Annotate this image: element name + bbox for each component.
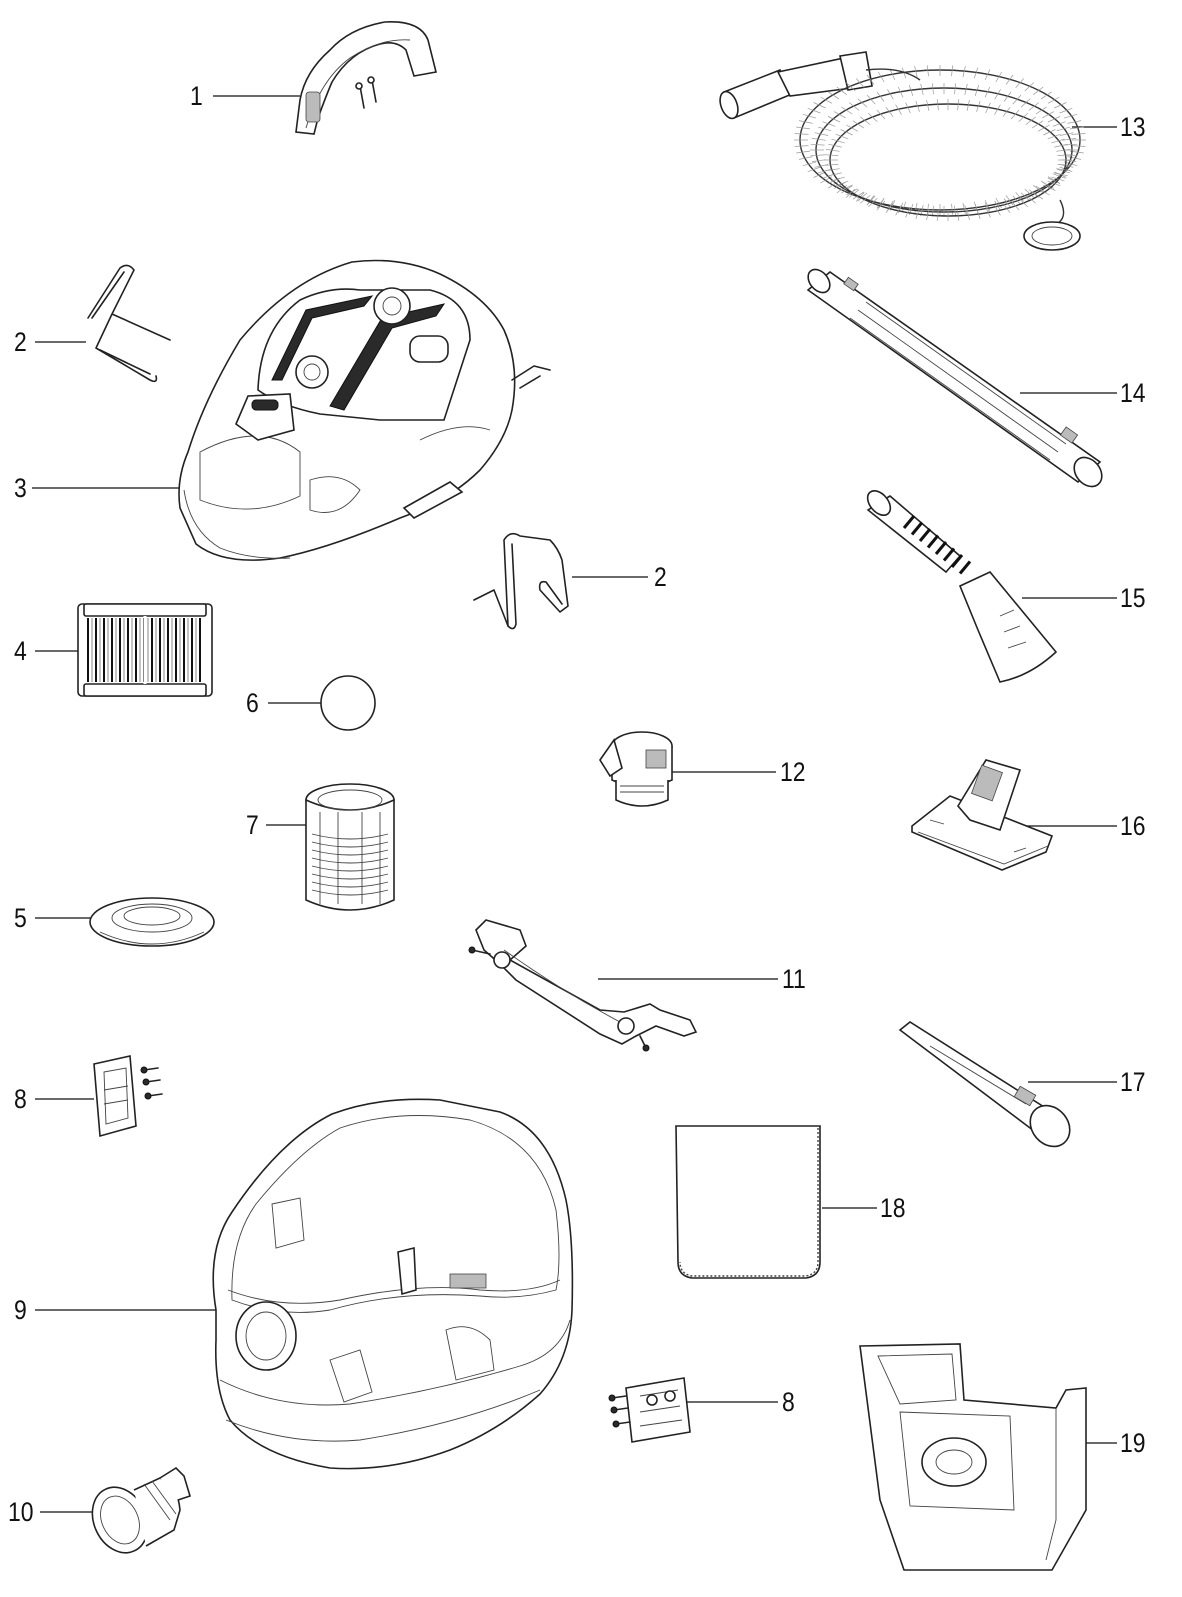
callout-2-lower: 2 bbox=[654, 562, 667, 592]
callout-4: 4 bbox=[14, 636, 27, 666]
part-19-collar-bag bbox=[859, 1343, 1087, 1571]
callout-7: 7 bbox=[246, 810, 259, 840]
callout-17: 17 bbox=[1120, 1067, 1146, 1097]
callout-16: 16 bbox=[1120, 811, 1146, 841]
part-8-latch-upper bbox=[93, 1055, 163, 1138]
callout-5: 5 bbox=[14, 903, 27, 933]
callout-3: 3 bbox=[14, 473, 27, 503]
part-1-carry-handle bbox=[295, 21, 437, 135]
part-2-wire-clip-upper bbox=[87, 264, 171, 383]
callout-13: 13 bbox=[1120, 112, 1146, 142]
callout-15: 15 bbox=[1120, 583, 1146, 613]
callout-8-upper: 8 bbox=[14, 1084, 27, 1114]
part-17-crevice-tool bbox=[898, 1021, 1071, 1148]
callout-11: 11 bbox=[782, 964, 806, 994]
callout-2-upper: 2 bbox=[14, 327, 27, 357]
screws bbox=[608, 1394, 631, 1428]
part-10-inlet-adapter bbox=[91, 1466, 191, 1554]
screws bbox=[140, 1066, 163, 1100]
part-15-gulper-nozzle bbox=[866, 490, 1058, 683]
leader-lines bbox=[32, 95, 1117, 1513]
callout-6: 6 bbox=[246, 688, 259, 718]
callout-12: 12 bbox=[780, 757, 806, 787]
part-11-bracket-handle bbox=[468, 919, 698, 1052]
callout-1: 1 bbox=[190, 81, 203, 111]
part-2-wire-clip-lower bbox=[473, 532, 569, 630]
part-16-floor-brush bbox=[911, 759, 1054, 871]
part-8-latch-lower bbox=[608, 1377, 691, 1443]
callout-9: 9 bbox=[14, 1295, 27, 1325]
part-5-filter-plate bbox=[89, 897, 215, 947]
callout-18: 18 bbox=[880, 1193, 906, 1223]
callout-10: 10 bbox=[8, 1497, 34, 1527]
part-12-blower-adapter bbox=[599, 731, 673, 807]
part-13-hose bbox=[719, 51, 1086, 251]
part-14-extension-wand bbox=[806, 268, 1103, 488]
part-9-tank bbox=[212, 1098, 574, 1470]
callout-14: 14 bbox=[1120, 378, 1146, 408]
callout-19: 19 bbox=[1120, 1428, 1146, 1458]
callout-8-lower: 8 bbox=[782, 1387, 795, 1417]
part-7-float-cage bbox=[305, 783, 395, 911]
part-3-motor-head bbox=[178, 259, 551, 561]
part-4-cartridge-filter bbox=[77, 603, 213, 697]
part-6-foam-disc bbox=[320, 675, 376, 731]
part-18-paper-bag bbox=[675, 1125, 821, 1279]
